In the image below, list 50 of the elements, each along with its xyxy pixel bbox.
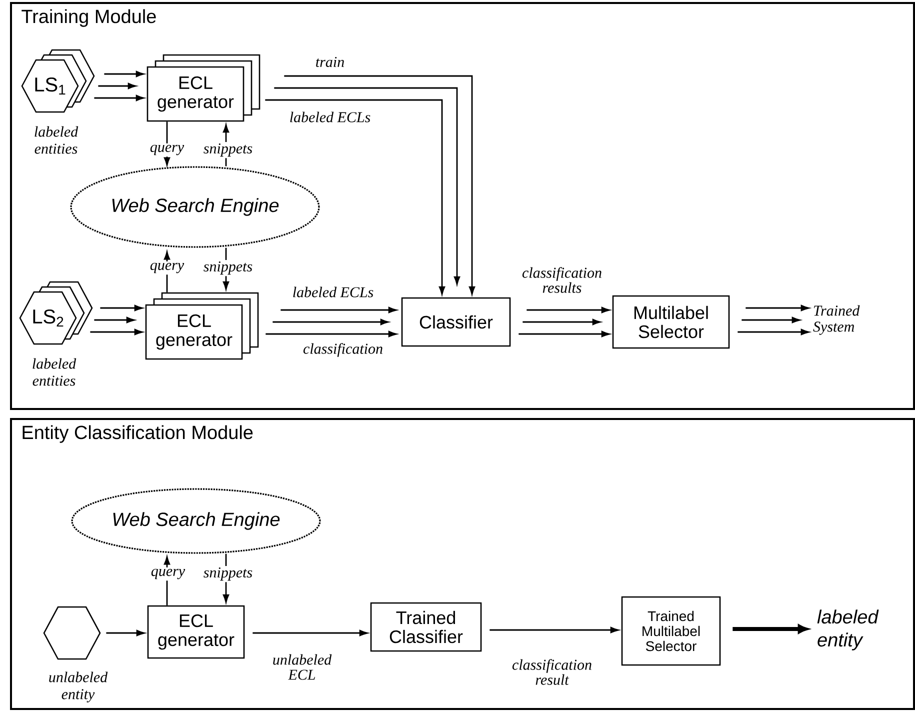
node-caption: labeled entities [34,126,78,154]
process-box: Multilabel Selector [612,295,730,349]
arrow [272,318,389,326]
process-box-stack: ECL generator [146,54,260,122]
node-caption: unlabeled entity [49,672,108,702]
output-label: Trained System [813,305,860,335]
edge-label: train [314,55,346,69]
edge-label: snippets [202,260,254,276]
node-caption: labeled entities [32,358,76,386]
arrow [265,99,446,295]
edge-label: unlabeled ECL [266,652,338,682]
arrow [94,94,144,102]
arrow [490,626,619,634]
edge-label: query [149,567,187,581]
process-box-stack: ECL generator [145,292,259,360]
arrow [98,82,136,90]
edge-label: snippets [202,142,254,158]
edge-label: classification results [513,266,611,294]
arrow [284,75,476,295]
arrow [522,318,601,326]
arrow [746,304,810,312]
arrow [164,251,170,292]
edge-label: classification result [503,658,601,686]
arrow [104,70,144,78]
arrow [738,328,810,336]
edge-label: snippets [202,566,254,582]
process-box: Classifier [401,297,511,347]
process-box: ECL generator [147,605,245,659]
edge-label: classification [302,342,384,358]
arrow [252,630,368,636]
arrow [100,304,143,312]
edge-label: labeled ECLs [288,110,372,124]
process-box: Trained Classifier [370,602,482,652]
arrow [94,316,135,324]
arrow [280,306,397,314]
edge-label: labeled ECLs [290,285,376,299]
arrow [266,330,397,338]
edge-label: query [148,261,186,275]
arrow [526,306,610,314]
arrow [90,328,143,336]
arrow [518,330,610,338]
arrow [274,87,460,285]
output-label: labeled entity [817,610,879,650]
arrow [742,316,800,324]
edge-label: query [148,143,186,157]
process-box: Trained Multilabel Selector [621,596,721,666]
arrow [164,556,170,606]
arrow [106,630,145,636]
arrow [164,122,170,166]
hexagon-stack: LS$_{1}$ [21,49,95,113]
